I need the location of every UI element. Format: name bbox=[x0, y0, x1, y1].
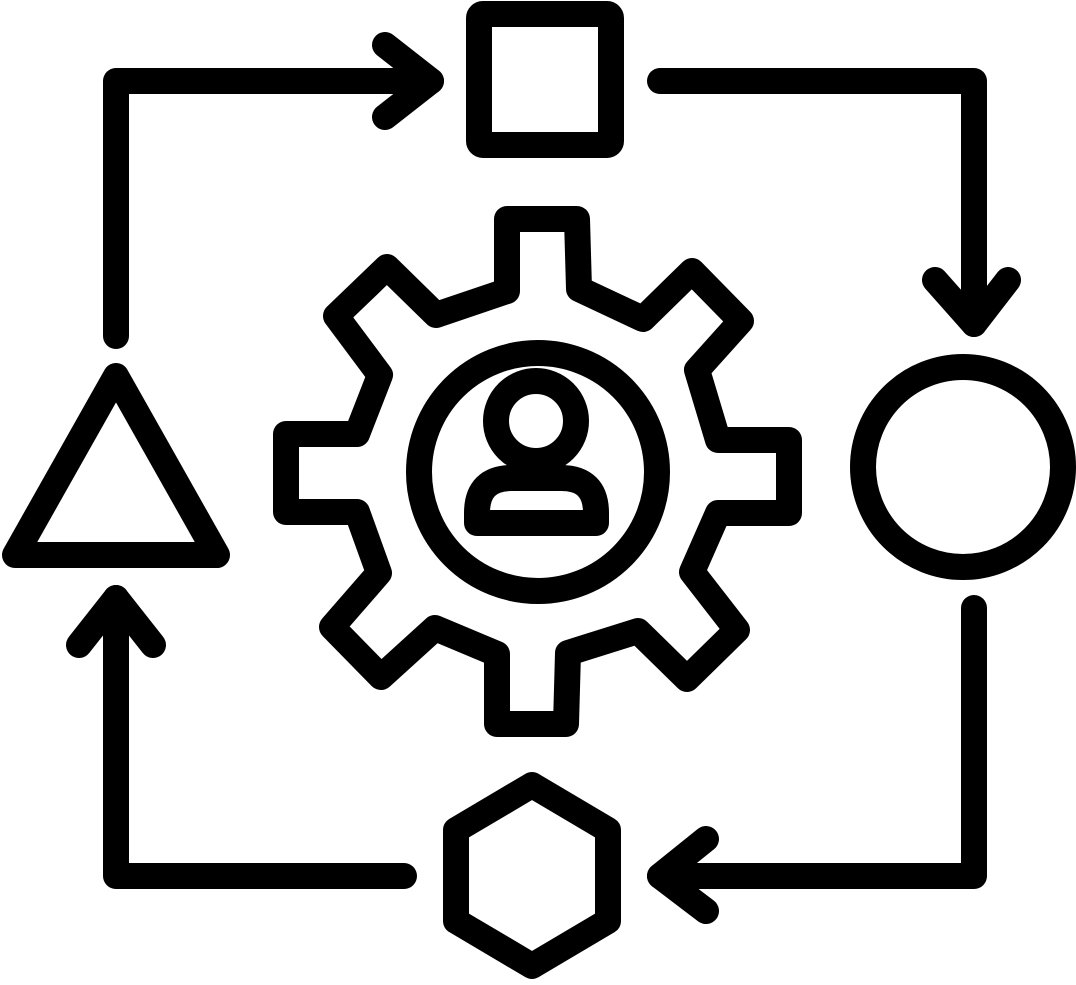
gear-outline bbox=[273, 206, 802, 737]
triangle-node bbox=[2, 363, 230, 568]
user-shoulders-icon bbox=[464, 465, 609, 536]
connector-square-to-circle bbox=[647, 68, 987, 337]
hexagon-node bbox=[443, 772, 621, 979]
user-head-icon bbox=[483, 368, 589, 474]
connector-hexagon-to-triangle bbox=[103, 585, 417, 889]
gear-inner-ring bbox=[406, 340, 670, 604]
arrowhead-to-triangle bbox=[66, 585, 166, 658]
circle-node bbox=[850, 354, 1076, 580]
connector-circle-to-hexagon bbox=[647, 595, 987, 889]
arrowhead-to-hexagon bbox=[647, 826, 719, 924]
arrowhead-to-circle bbox=[922, 267, 1021, 337]
connector-triangle-to-square bbox=[103, 68, 444, 349]
arrowhead-to-square bbox=[372, 32, 444, 130]
square-node bbox=[466, 1, 624, 158]
